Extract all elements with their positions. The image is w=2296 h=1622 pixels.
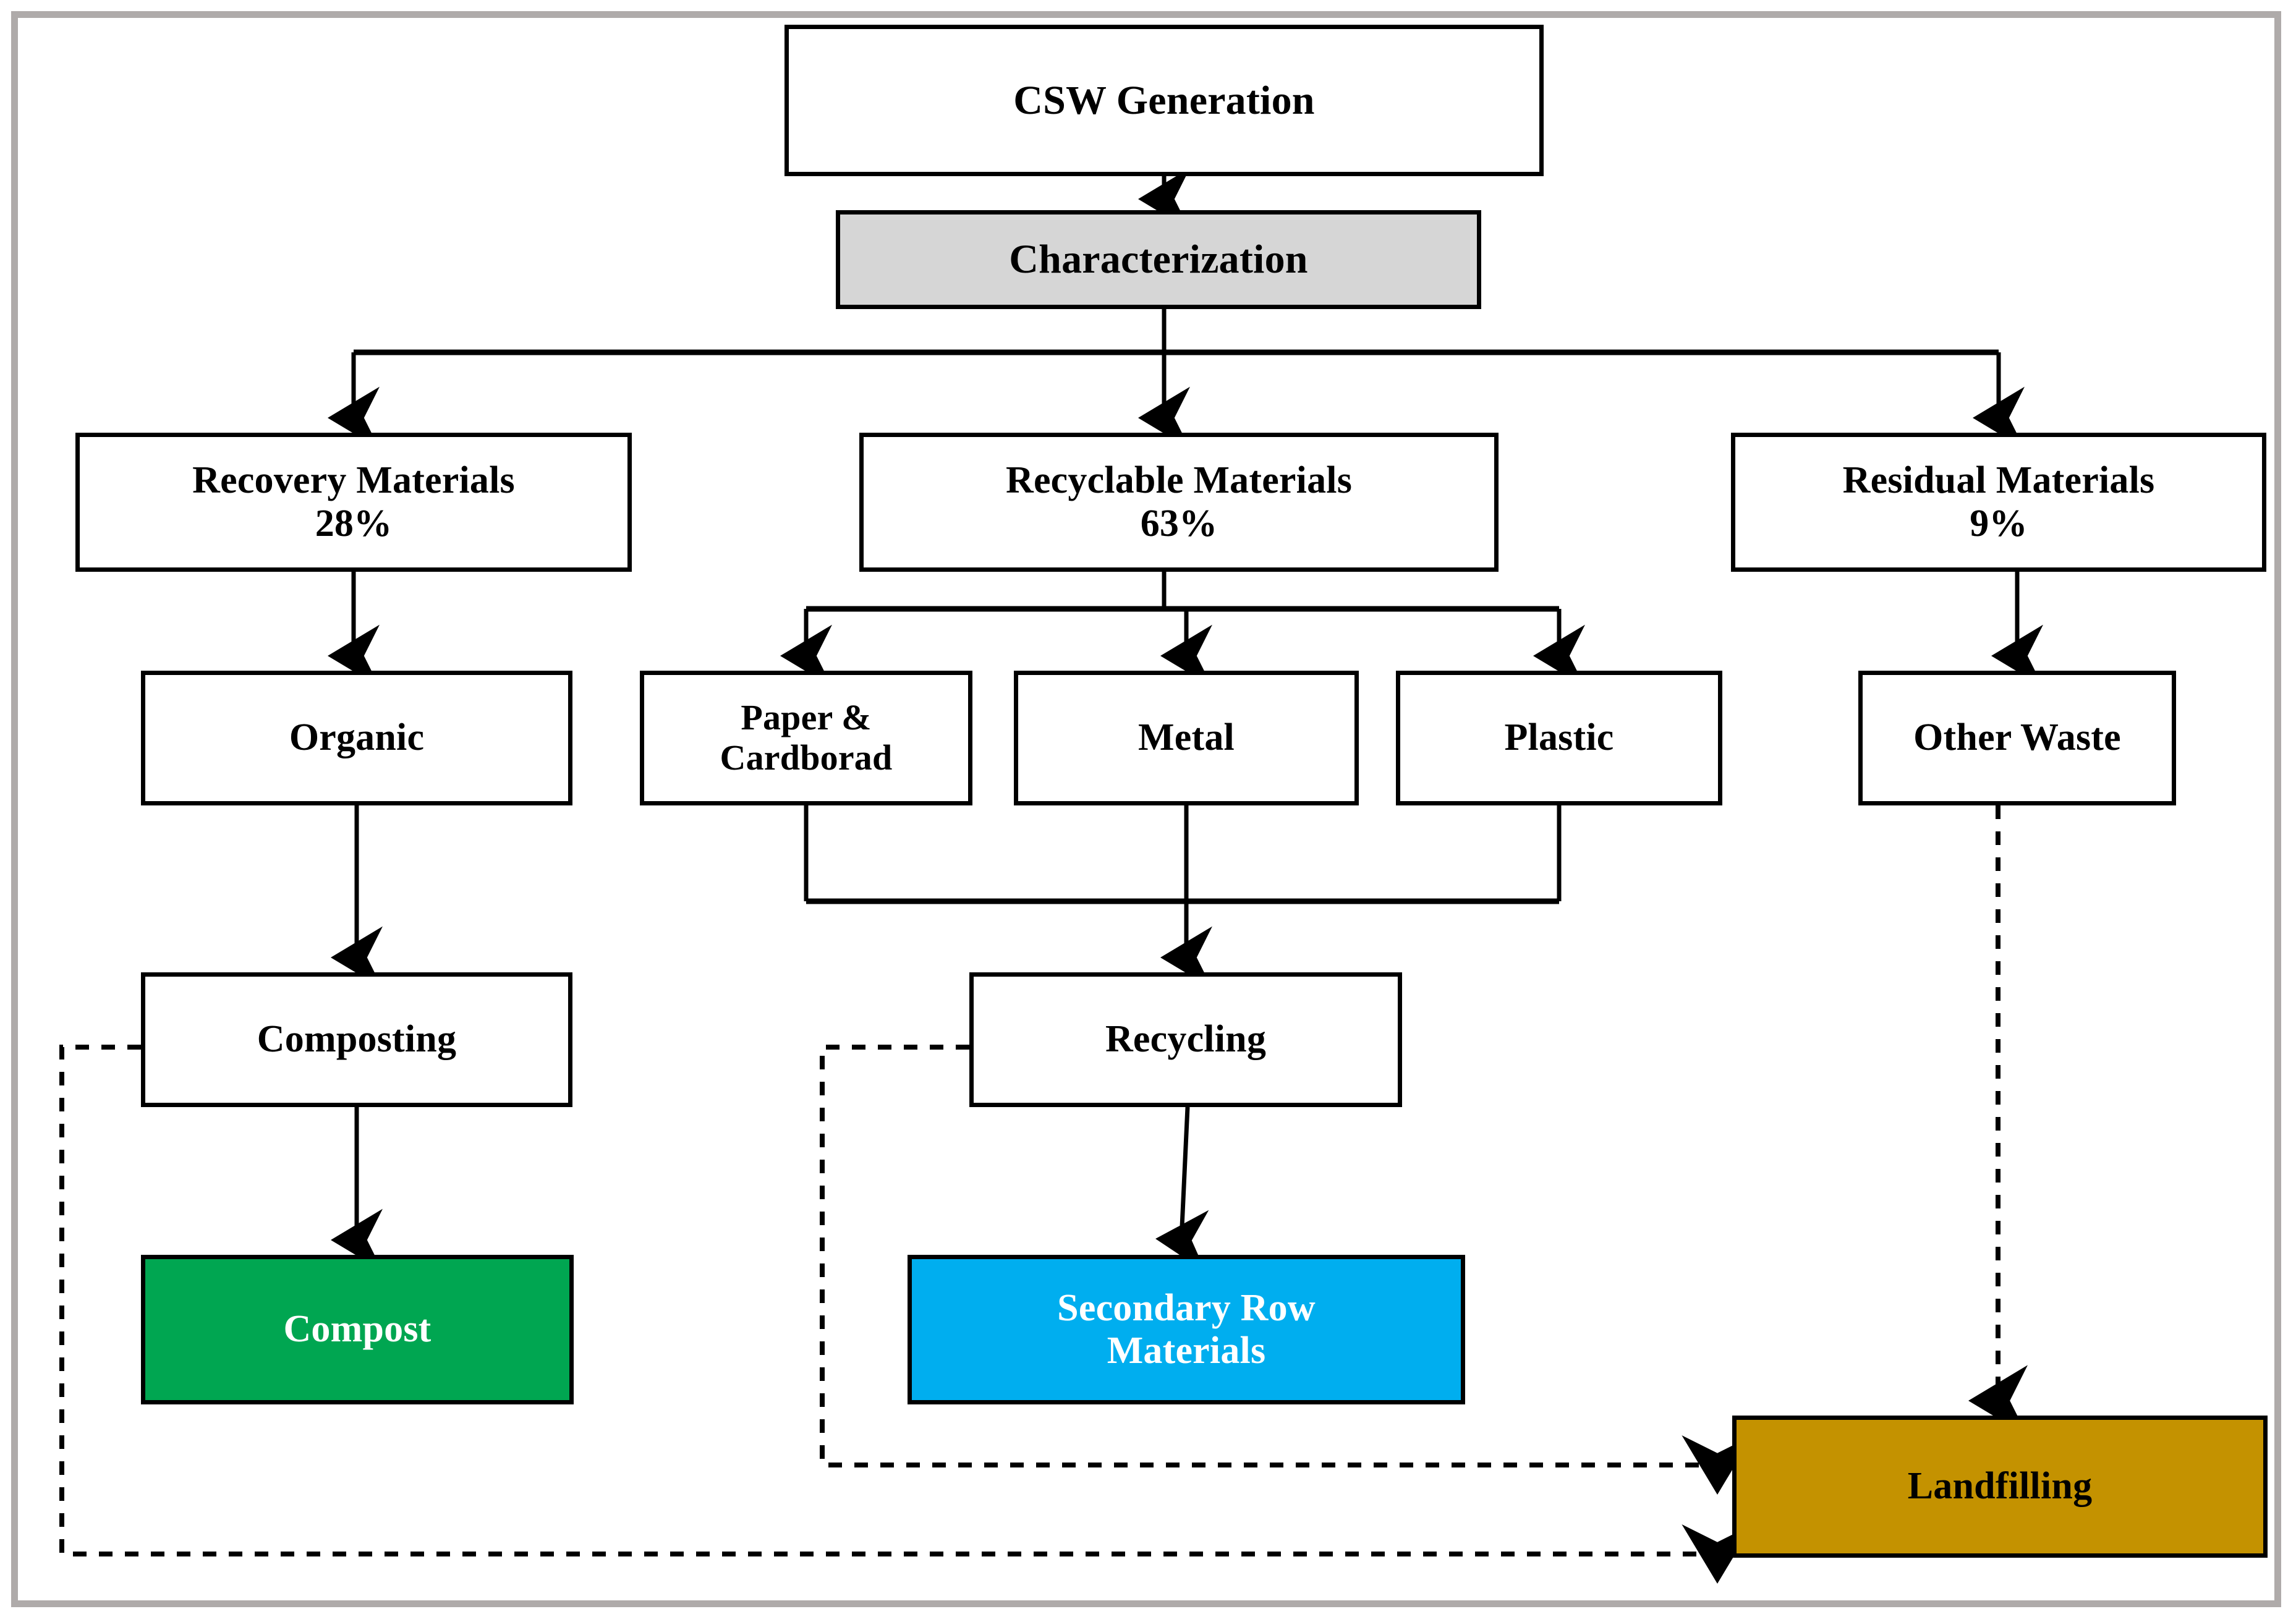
node-landfilling[interactable]: Landfilling: [1732, 1416, 2268, 1558]
node-recovery-materials-label: Recovery Materials 28%: [80, 459, 627, 545]
node-metal-label: Metal: [1138, 716, 1235, 759]
node-residual-materials[interactable]: Residual Materials 9%: [1731, 433, 2266, 572]
recyclable-materials-percent: 63%: [1140, 502, 1218, 545]
node-paper-cardborad[interactable]: Paper & Cardborad: [640, 671, 972, 805]
node-landfilling-label: Landfilling: [1907, 1465, 2093, 1508]
node-composting[interactable]: Composting: [141, 972, 572, 1107]
recovery-materials-percent: 28%: [315, 502, 393, 545]
node-residual-materials-label: Residual Materials 9%: [1735, 459, 2262, 545]
node-plastic[interactable]: Plastic: [1396, 671, 1722, 805]
recyclable-materials-title: Recyclable Materials: [1005, 459, 1353, 502]
node-recyclable-materials[interactable]: Recyclable Materials 63%: [859, 433, 1499, 572]
paper-line1: Paper &: [741, 697, 872, 738]
node-characterization[interactable]: Characterization: [836, 210, 1481, 309]
secondary-line1: Secondary Row: [1057, 1286, 1316, 1329]
node-csw-generation[interactable]: CSW Generation: [784, 25, 1544, 176]
residual-materials-percent: 9%: [1970, 502, 2028, 545]
edge-recycling-to-secondary: [1155, 1106, 1209, 1273]
node-other-waste-label: Other Waste: [1913, 716, 2121, 759]
node-paper-cardborad-label: Paper & Cardborad: [644, 697, 968, 778]
node-secondary-row-materials-label: Secondary Row Materials: [912, 1287, 1461, 1373]
node-recycling-label: Recycling: [1105, 1018, 1267, 1061]
figure-border: [11, 11, 2281, 1607]
paper-line2: Cardborad: [720, 737, 893, 778]
node-composting-label: Composting: [257, 1018, 457, 1061]
recovery-materials-title: Recovery Materials: [192, 459, 515, 502]
secondary-line2: Materials: [1107, 1330, 1266, 1372]
node-recycling[interactable]: Recycling: [969, 972, 1402, 1107]
edge-composting-to-landfill-dashed: [59, 1045, 1753, 1584]
node-csw-generation-label: CSW Generation: [1013, 77, 1315, 123]
node-other-waste[interactable]: Other Waste: [1858, 671, 2176, 805]
node-compost-label: Compost: [283, 1308, 432, 1351]
node-recovery-materials[interactable]: Recovery Materials 28%: [75, 433, 632, 572]
node-compost[interactable]: Compost: [141, 1255, 574, 1404]
node-plastic-label: Plastic: [1504, 716, 1614, 759]
node-secondary-row-materials[interactable]: Secondary Row Materials: [908, 1255, 1465, 1404]
node-organic[interactable]: Organic: [141, 671, 572, 805]
node-recyclable-materials-label: Recyclable Materials 63%: [864, 459, 1494, 545]
residual-materials-title: Residual Materials: [1842, 459, 2155, 502]
edge-recycling-to-landfill-dashed: [820, 1045, 1753, 1495]
node-metal[interactable]: Metal: [1014, 671, 1359, 805]
node-characterization-label: Characterization: [1009, 237, 1308, 282]
node-organic-label: Organic: [289, 716, 425, 759]
